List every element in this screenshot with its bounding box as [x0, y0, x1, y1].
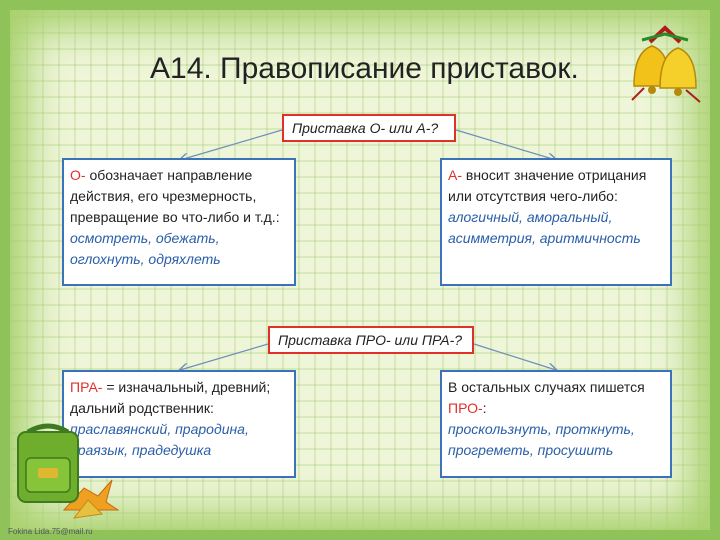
bells-icon	[631, 25, 701, 103]
prefix-pra-description: = изначальный, древний; дальний родствен…	[70, 379, 271, 416]
school-bag-icon	[17, 423, 120, 519]
prefix-o-label: О-	[70, 167, 86, 183]
arrow-to-a-box	[455, 129, 556, 160]
prefix-o-description: обозначает направление действия, его чре…	[70, 167, 280, 225]
prefix-pro-label: ПРО-	[448, 400, 483, 416]
box-prefix-a: А- вносит значение отрицания или отсутст…	[440, 158, 672, 286]
box-prefix-pro: В остальных случаях пишется ПРО-: проско…	[440, 370, 672, 478]
arrow-to-pra-box	[180, 343, 269, 370]
arrow-to-pro-box	[473, 343, 556, 370]
prefix-pro-colon: :	[482, 400, 487, 416]
prefix-a-examples: алогичный, аморальный, асимметрия, аритм…	[448, 209, 641, 246]
header-o-or-a-label: Приставка О- или А-?	[292, 120, 439, 136]
header-pro-or-pra-label: Приставка ПРО- или ПРА-?	[278, 332, 463, 348]
header-o-or-a: Приставка О- или А-?	[282, 114, 456, 142]
prefix-pro-examples: проскользнуть, проткнуть, прогреметь, пр…	[448, 421, 635, 458]
header-pro-or-pra: Приставка ПРО- или ПРА-?	[268, 326, 474, 354]
arrow-to-o-box	[180, 129, 283, 160]
prefix-pro-description: В остальных случаях пишется	[448, 379, 645, 395]
prefix-pra-label: ПРА-	[70, 379, 103, 395]
prefix-pra-examples: праславянский, прародина, праязык, праде…	[70, 421, 249, 458]
prefix-a-description: вносит значение отрицания или отсутствия…	[448, 167, 647, 204]
prefix-a-label: А-	[448, 167, 462, 183]
box-prefix-pra: ПРА- = изначальный, древний; дальний род…	[62, 370, 296, 478]
prefix-o-examples: осмотреть, обежать, оглохнуть, одряхлеть	[70, 230, 221, 267]
footer-email: Fokina Lida.75@mail.ru	[8, 527, 93, 536]
slide-title: А14. Правописание приставок.	[150, 52, 579, 85]
box-prefix-o: О- обозначает направление действия, его …	[62, 158, 296, 286]
